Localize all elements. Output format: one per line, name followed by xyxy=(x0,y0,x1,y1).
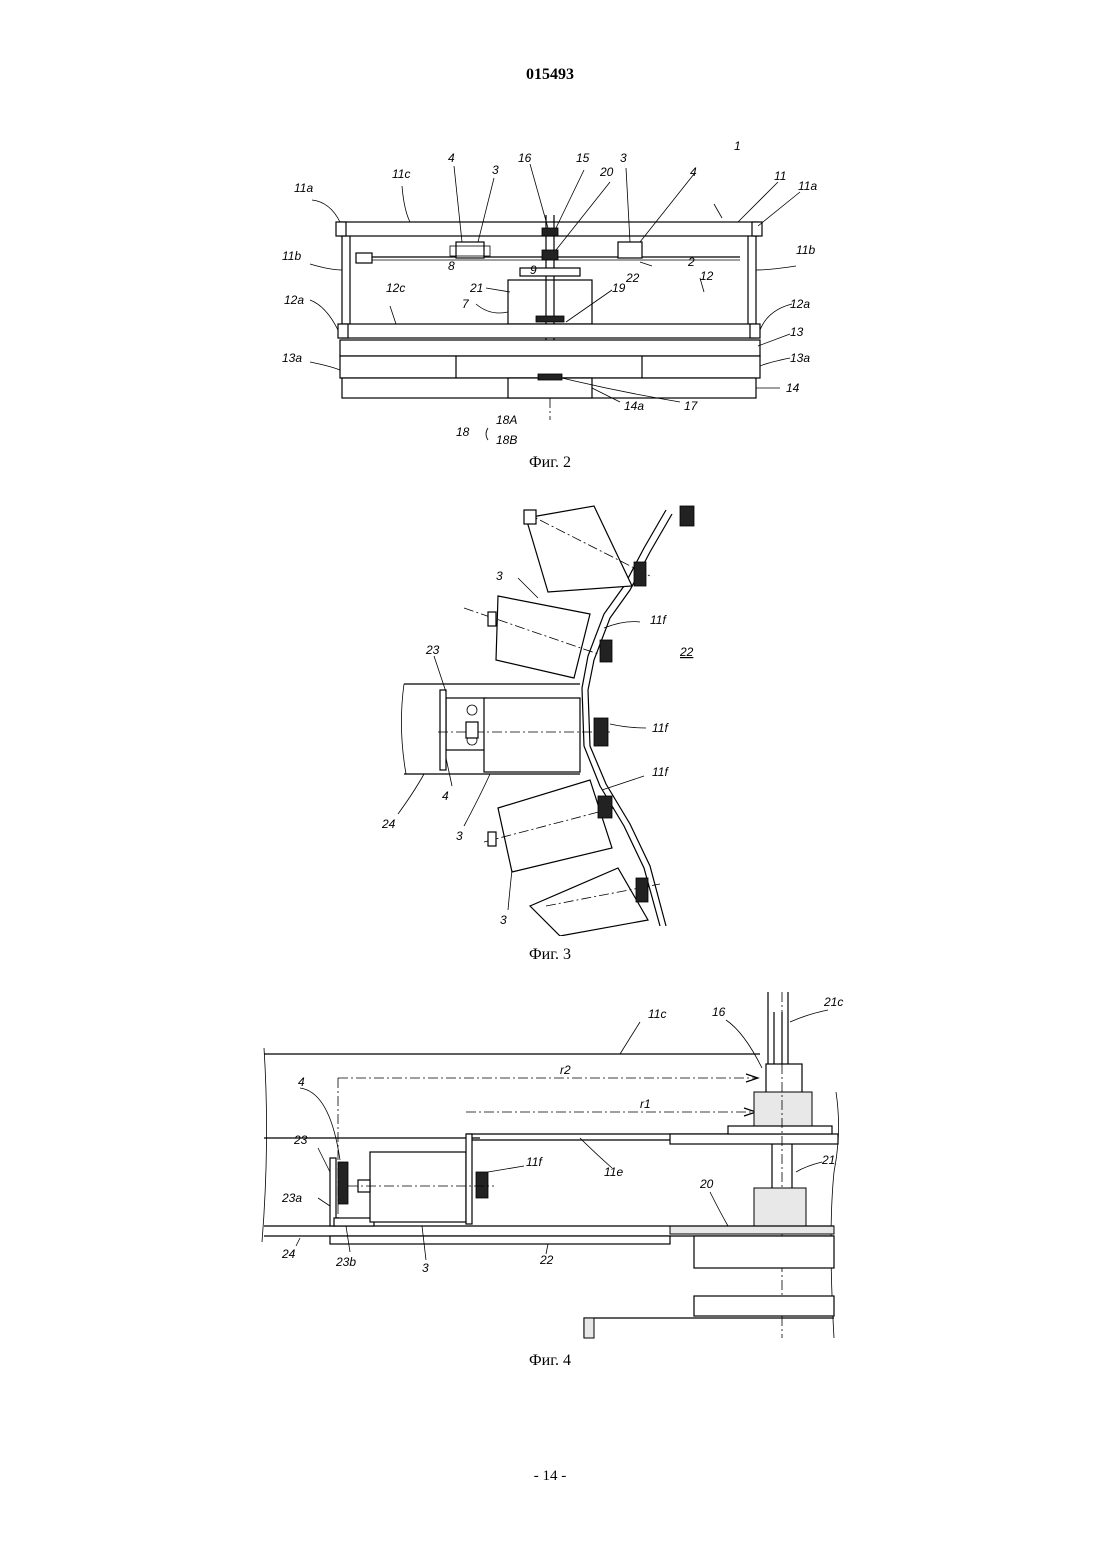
fig2-label-15: 15 xyxy=(576,151,590,165)
fig2-label-3-left: 3 xyxy=(492,163,499,177)
fig4-label-11c: 11c xyxy=(648,1007,666,1021)
fig2-label-1: 1 xyxy=(734,139,741,153)
fig4-label-4: 4 xyxy=(298,1075,305,1089)
fig2-label-14a: 14a xyxy=(624,399,644,413)
fig2-label-13a-right: 13a xyxy=(790,351,810,365)
fig2-label-7: 7 xyxy=(462,297,470,311)
fig4-label-20: 20 xyxy=(699,1177,714,1191)
fig3-label-3-middle: 3 xyxy=(456,829,463,843)
fig3-label-11f-middle: 11f xyxy=(652,721,669,735)
fig2-label-2: 2 xyxy=(687,255,695,269)
fig3-label-4: 4 xyxy=(442,789,449,803)
figure-2-labels: 1 11a 11c 4 3 16 15 20 3 4 11 11a 11b 8 … xyxy=(0,130,1100,450)
figure-4-caption: Фиг. 4 xyxy=(0,1352,1100,1370)
fig3-label-3-top: 3 xyxy=(496,569,503,583)
figure-2-caption: Фиг. 2 xyxy=(0,454,1100,472)
fig4-label-21: 21 xyxy=(821,1153,835,1167)
fig2-label-12c: 12c xyxy=(386,281,405,295)
fig3-label-22: 22 xyxy=(679,645,694,659)
figure-3-labels: 3 11f 22 23 11f 11f 24 4 3 3 xyxy=(0,496,1100,936)
fig4-label-22: 22 xyxy=(539,1253,554,1267)
fig2-label-13a-left: 13a xyxy=(282,351,302,365)
fig2-label-18A: 18A xyxy=(496,413,517,427)
fig2-label-21: 21 xyxy=(469,281,483,295)
fig4-label-11e: 11e xyxy=(604,1165,623,1179)
fig2-label-11: 11 xyxy=(774,169,786,183)
fig4-label-3: 3 xyxy=(422,1261,429,1275)
fig4-label-24: 24 xyxy=(281,1247,296,1261)
fig2-label-22: 22 xyxy=(625,271,640,285)
fig4-label-23: 23 xyxy=(293,1133,308,1147)
fig4-label-11f: 11f xyxy=(526,1155,543,1169)
fig2-label-11a-left: 11a xyxy=(294,181,313,195)
fig3-label-3-bottom: 3 xyxy=(500,913,507,927)
figure-4-labels: 11c 16 21c r2 r1 4 23 11f 11e 21 23a 20 … xyxy=(0,992,1100,1352)
fig2-label-11a-right: 11a xyxy=(798,179,817,193)
fig2-label-18: 18 xyxy=(456,425,470,439)
fig2-label-11c: 11c xyxy=(392,167,410,181)
fig2-label-4-left: 4 xyxy=(448,151,455,165)
fig2-label-13: 13 xyxy=(790,325,804,339)
fig4-label-23a: 23a xyxy=(281,1191,302,1205)
page-number: - 14 - xyxy=(0,1468,1100,1485)
fig2-label-16: 16 xyxy=(518,151,532,165)
fig2-label-9: 9 xyxy=(530,263,537,277)
fig2-label-18B: 18B xyxy=(496,433,517,447)
fig4-label-23b: 23b xyxy=(335,1255,356,1269)
fig4-label-r1: r1 xyxy=(640,1097,651,1111)
fig2-label-17: 17 xyxy=(684,399,699,413)
fig2-label-12a-right: 12a xyxy=(790,297,810,311)
fig3-label-23: 23 xyxy=(425,643,440,657)
fig3-label-11f-top: 11f xyxy=(650,613,667,627)
fig2-label-12a-left: 12a xyxy=(284,293,304,307)
fig2-label-11b-left: 11b xyxy=(282,249,301,263)
fig4-label-r2: r2 xyxy=(560,1063,571,1077)
fig2-label-19: 19 xyxy=(612,281,626,295)
document-number: 015493 xyxy=(0,66,1100,84)
figure-3-caption: Фиг. 3 xyxy=(0,946,1100,964)
fig2-label-20: 20 xyxy=(599,165,614,179)
fig2-label-12: 12 xyxy=(700,269,714,283)
fig2-label-4-right: 4 xyxy=(690,165,697,179)
fig3-label-24: 24 xyxy=(381,817,396,831)
fig2-label-11b-right: 11b xyxy=(796,243,815,257)
fig2-label-3-right: 3 xyxy=(620,151,627,165)
fig4-label-21c: 21c xyxy=(823,995,843,1009)
fig4-label-16: 16 xyxy=(712,1005,726,1019)
fig3-label-11f-bottom: 11f xyxy=(652,765,669,779)
fig2-label-14: 14 xyxy=(786,381,800,395)
fig2-label-8: 8 xyxy=(448,259,455,273)
